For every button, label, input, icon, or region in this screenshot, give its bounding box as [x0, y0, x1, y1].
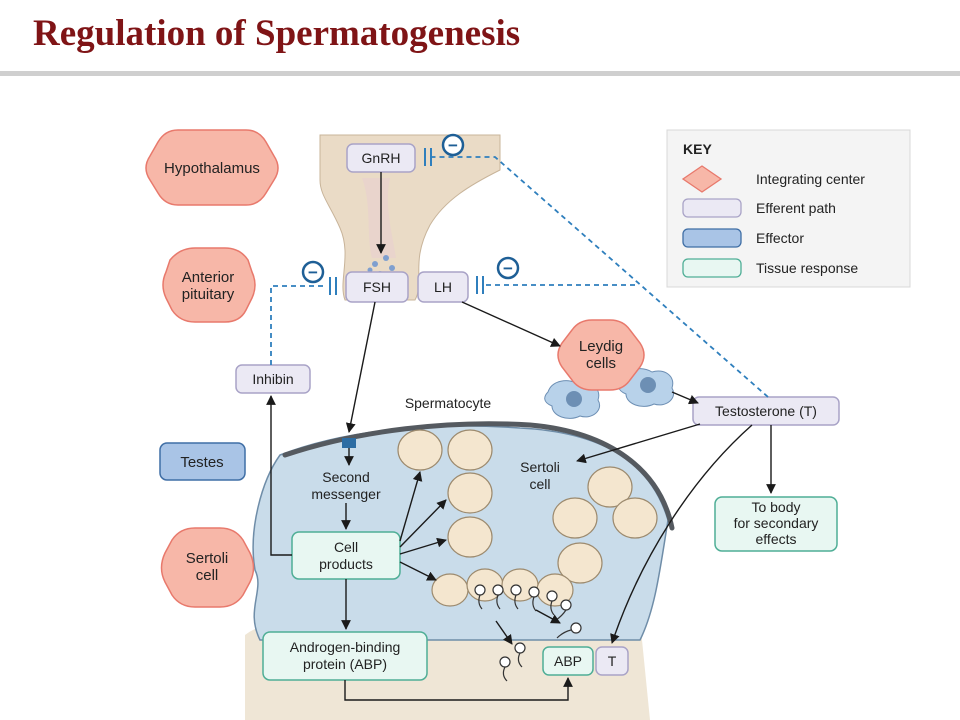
- page-title: Regulation of Spermatogenesis: [33, 13, 521, 54]
- key-tissue-swatch: [682, 258, 742, 278]
- lh-label: LH: [434, 279, 452, 295]
- arrow-sperm-1: [495, 620, 513, 645]
- to-body-label-3: effects: [756, 531, 797, 547]
- abp-label: ABP: [554, 653, 582, 669]
- gnrh-box: GnRH: [346, 143, 416, 173]
- leydig-diamond: Leydig cells: [557, 319, 645, 391]
- arrow-cell-products-spermatocyte: [399, 471, 423, 542]
- t-label: T: [608, 653, 617, 669]
- anterior-pituitary-label-2: pituitary: [182, 286, 235, 303]
- key-item-effector: Effector: [756, 230, 804, 246]
- minus-gnrh: −: [448, 136, 458, 155]
- abp-long-label-2: protein (ABP): [303, 656, 387, 672]
- inhibin-label: Inhibin: [252, 371, 293, 387]
- cell-products-box: Cell products: [291, 531, 401, 580]
- minus-signs: − − −: [301, 133, 520, 284]
- key-effector-swatch: [682, 228, 742, 248]
- sertoli-cell-label-2: cell: [529, 476, 550, 492]
- key-legend: KEY Integrating center Efferent path Eff…: [666, 129, 911, 288]
- testes-label: Testes: [180, 454, 223, 471]
- gnrh-label: GnRH: [362, 150, 401, 166]
- key-item-tissue: Tissue response: [756, 260, 858, 276]
- sertoli-center-label-2: cell: [196, 567, 219, 584]
- abp-long-label-1: Androgen-binding: [290, 639, 401, 655]
- arrow-lh-to-leydig: [461, 301, 561, 347]
- to-body-box: To body for secondary effects: [714, 496, 838, 552]
- to-body-label-2: for secondary: [734, 515, 819, 531]
- fsh-box: FSH: [345, 271, 409, 303]
- arrow-cell-products-cell-2: [399, 537, 447, 555]
- key-integrating-swatch: [681, 165, 723, 193]
- cell-products-label-2: products: [319, 556, 373, 572]
- sertoli-center-label-1: Sertoli: [186, 550, 229, 567]
- key-title: KEY: [683, 141, 712, 157]
- arrows: [266, 172, 776, 701]
- title-divider: [0, 71, 960, 76]
- anterior-pituitary-label-1: Anterior: [182, 269, 235, 286]
- testes-box: Testes: [159, 442, 246, 481]
- sertoli-cell-label-1: Sertoli: [520, 459, 560, 475]
- key-item-integrating: Integrating center: [756, 171, 865, 187]
- minus-fsh: −: [308, 263, 318, 282]
- second-messenger-label-1: Second: [322, 469, 369, 485]
- arrow-testosterone-to-sertoli: [576, 423, 701, 464]
- arrow-cell-products-cell-1: [399, 499, 447, 548]
- hypothalamus-diamond: Hypothalamus: [145, 129, 279, 206]
- sertoli-cell-diamond: Sertoli cell: [160, 527, 255, 608]
- leydig-label-2: cells: [586, 355, 616, 372]
- basement-membrane: [282, 421, 675, 531]
- fsh-label: FSH: [363, 279, 391, 295]
- inhibin-to-fsh-feedback: [270, 285, 326, 365]
- minus-lh: −: [503, 259, 513, 278]
- hypothalamus-label: Hypothalamus: [164, 160, 260, 177]
- key-item-efferent: Efferent path: [756, 200, 836, 216]
- fsh-receptor: [342, 438, 356, 448]
- arrow-fsh-to-receptor: [345, 301, 376, 433]
- arrow-leydig-to-testosterone: [671, 391, 699, 405]
- testosterone-label: Testosterone (T): [715, 403, 817, 419]
- inhibition-bars: [329, 148, 484, 295]
- arrow-cell-products-cell-3: [399, 561, 437, 581]
- abp-long-box: Androgen-binding protein (ABP): [262, 631, 428, 681]
- testosterone-box: Testosterone (T): [692, 396, 840, 426]
- lh-box: LH: [417, 271, 469, 303]
- pituitary-stalk: [362, 178, 396, 258]
- abp-t-boxes: ABP T: [542, 646, 629, 676]
- cell-products-label-1: Cell: [334, 539, 358, 555]
- leydig-label-1: Leydig: [579, 338, 623, 355]
- spermatocyte-label: Spermatocyte: [405, 395, 492, 411]
- sperm-cells: [474, 584, 582, 682]
- spermatocyte-cells: [397, 429, 658, 607]
- to-body-label-1: To body: [751, 499, 800, 515]
- testosterone-to-gnrh-feedback: [431, 156, 769, 398]
- inhibin-box: Inhibin: [235, 364, 311, 394]
- key-efferent-swatch: [682, 198, 742, 218]
- arrow-cell-products-to-inhibin: [266, 395, 292, 556]
- inhibitory-feedback: [270, 156, 769, 398]
- anterior-pituitary-diamond: Anterior pituitary: [162, 247, 256, 323]
- second-messenger-label-2: messenger: [311, 486, 381, 502]
- arrow-sperm-2: [535, 609, 561, 624]
- arrow-testosterone-to-t: [610, 424, 753, 644]
- brain-tissue: [319, 134, 501, 301]
- arrow-abp-long-to-abp: [344, 677, 573, 701]
